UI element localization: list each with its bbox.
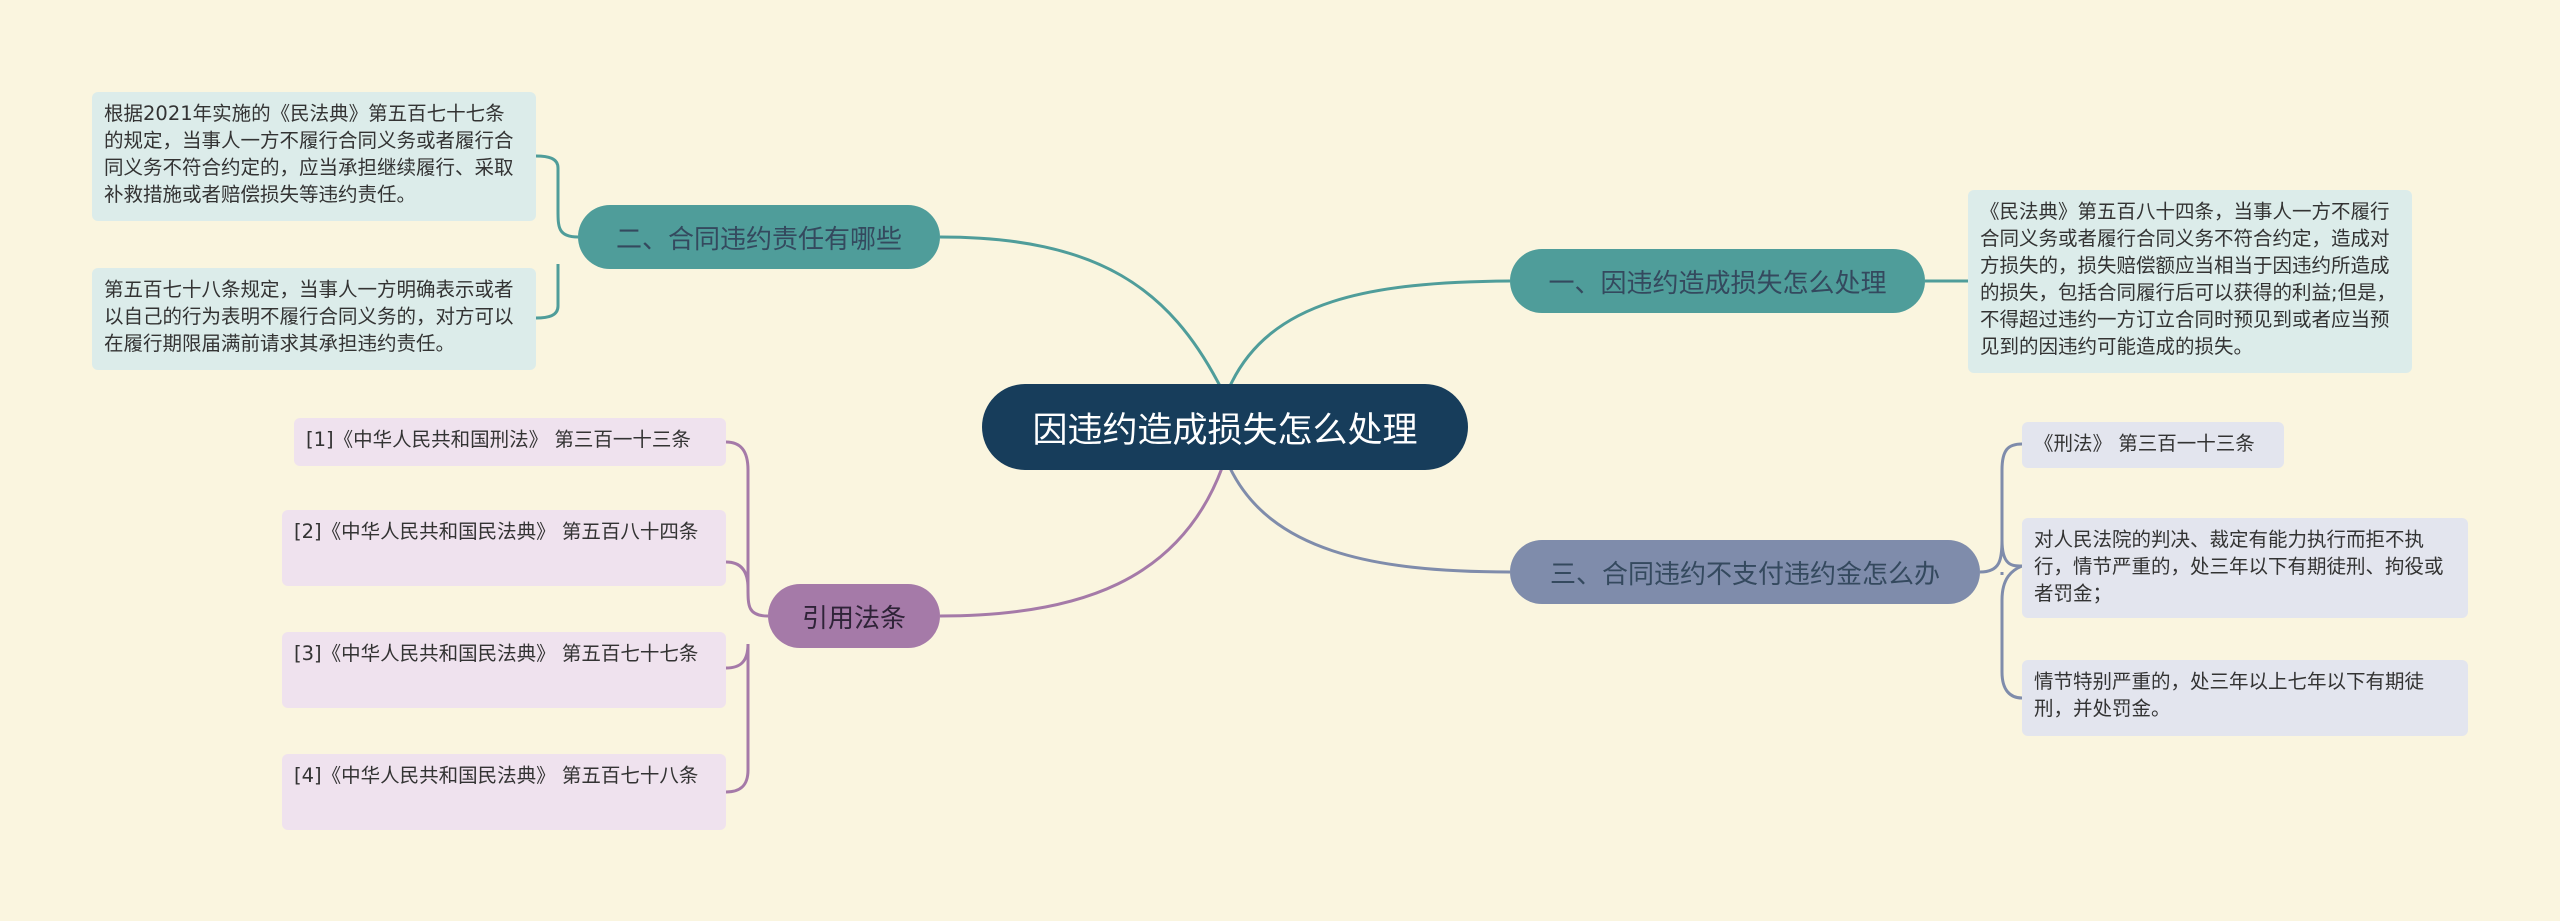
link-root-b3 [1228, 467, 1511, 574]
leaf-b4-1[interactable]: [1]《中华人民共和国刑法》 第三百一十三条 [294, 418, 726, 466]
leaf-b4-2-text: [2]《中华人民共和国民法典》 第五百八十四条 [294, 520, 699, 543]
leaf-b2-1-text: 根据2021年实施的《民法典》第五百七十七条的规定，当事人一方不履行合同义务或者… [104, 102, 514, 206]
root-topic[interactable]: 因违约造成损失怎么处理 [982, 384, 1468, 470]
link-b2-leaves [535, 154, 579, 320]
leaf-b2-1[interactable]: 根据2021年实施的《民法典》第五百七十七条的规定，当事人一方不履行合同义务或者… [92, 92, 536, 221]
branch-b2[interactable]: 二、合同违约责任有哪些 [578, 205, 940, 269]
leaf-b3-3-text: 情节特别严重的，处三年以上七年以下有期徒刑，并处罚金。 [2034, 670, 2425, 720]
leaf-b1-1-text: 《民法典》第五百八十四条，当事人一方不履行合同义务或者履行合同义务不符合约定，造… [1980, 200, 2397, 358]
leaf-b4-4-text: [4]《中华人民共和国民法典》 第五百七十八条 [294, 764, 699, 787]
leaf-b3-3[interactable]: 情节特别严重的，处三年以上七年以下有期徒刑，并处罚金。 [2022, 660, 2468, 736]
branch-b1-label: 一、因违约造成损失怎么处理 [1548, 268, 1887, 299]
leaf-b3-2[interactable]: 对人民法院的判决、裁定有能力执行而拒不执行，情节严重的，处三年以下有期徒刑、拘役… [2022, 518, 2468, 618]
branch-b4-label: 引用法条 [801, 603, 906, 634]
branch-b3-label: 三、合同违约不支付违约金怎么办 [1549, 559, 1940, 590]
link-b4-leaves [725, 440, 769, 794]
leaf-b3-2-text: 对人民法院的判决、裁定有能力执行而拒不执行，情节严重的，处三年以下有期徒刑、拘役… [2034, 528, 2444, 605]
leaf-b4-3-text: [3]《中华人民共和国民法典》 第五百七十七条 [294, 642, 699, 665]
branch-b2-label: 二、合同违约责任有哪些 [615, 224, 902, 255]
link-b3-leaves [1979, 442, 2023, 700]
link-root-b1 [1228, 279, 1511, 387]
leaf-b2-2-text: 第五百七十八条规定，当事人一方明确表示或者以自己的行为表明不履行合同义务的，对方… [104, 278, 514, 355]
branch-b3[interactable]: 三、合同违约不支付违约金怎么办 [1510, 540, 1980, 604]
leaf-b4-2[interactable]: [2]《中华人民共和国民法典》 第五百八十四条 [282, 510, 726, 586]
branch-b4[interactable]: 引用法条 [768, 584, 940, 648]
leaf-b1-1[interactable]: 《民法典》第五百八十四条，当事人一方不履行合同义务或者履行合同义务不符合约定，造… [1968, 190, 2412, 373]
leaf-b2-2[interactable]: 第五百七十八条规定，当事人一方明确表示或者以自己的行为表明不履行合同义务的，对方… [92, 268, 536, 370]
leaf-b4-4[interactable]: [4]《中华人民共和国民法典》 第五百七十八条 [282, 754, 726, 830]
leaf-b4-1-text: [1]《中华人民共和国刑法》 第三百一十三条 [306, 428, 691, 451]
link-root-b2 [939, 235, 1222, 387]
leaf-b4-3[interactable]: [3]《中华人民共和国民法典》 第五百七十七条 [282, 632, 726, 708]
root-title: 因违约造成损失怎么处理 [1032, 410, 1418, 451]
leaf-b3-1[interactable]: 《刑法》 第三百一十三条 [2022, 422, 2284, 468]
link-root-b4 [939, 467, 1224, 618]
branch-b1[interactable]: 一、因违约造成损失怎么处理 [1510, 249, 1925, 313]
leaf-b3-1-text: 《刑法》 第三百一十三条 [2034, 432, 2255, 455]
